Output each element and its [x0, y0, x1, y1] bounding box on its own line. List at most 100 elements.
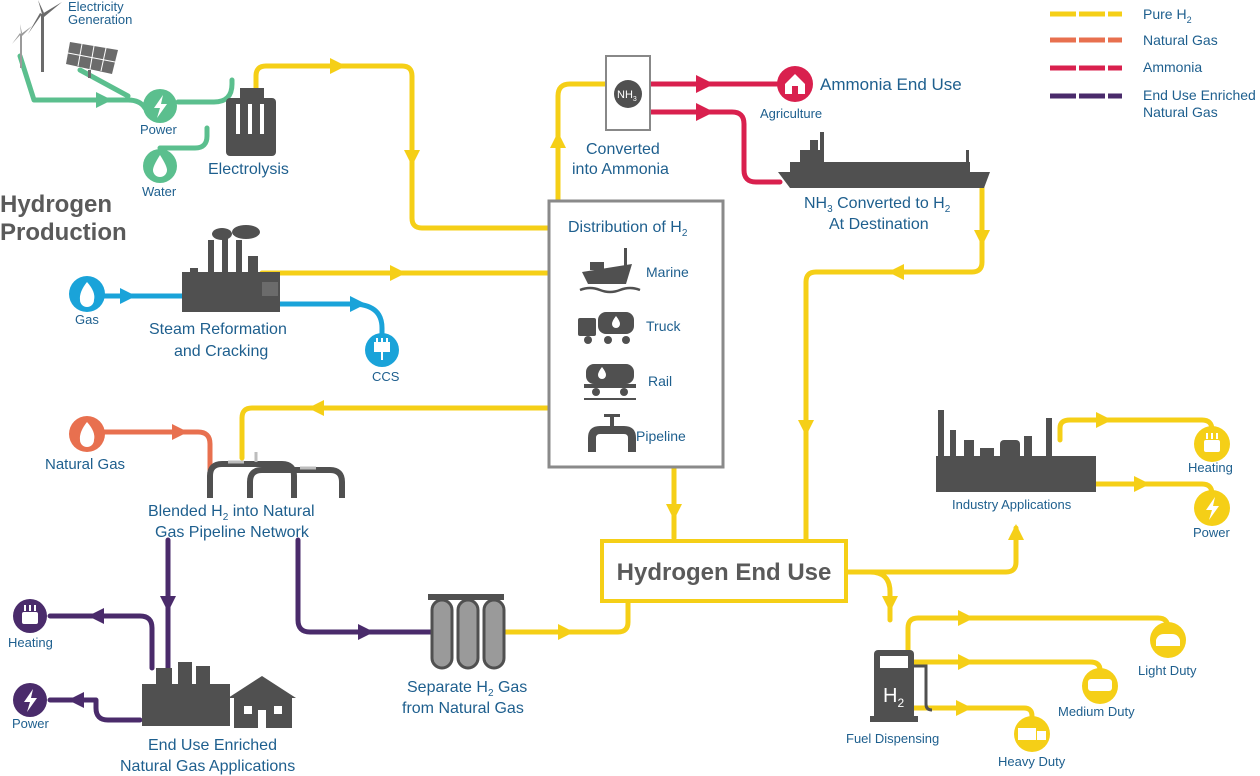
industry-label: Industry Applications — [952, 497, 1072, 512]
destination-label-2: At Destination — [829, 216, 929, 233]
nh3-circle — [614, 80, 642, 108]
agriculture-label: Agriculture — [760, 106, 822, 121]
water-label: Water — [142, 184, 177, 199]
blend-valve-icon — [228, 452, 316, 470]
house-icon — [228, 676, 296, 728]
legend-enriched-label-2: Natural Gas — [1143, 104, 1218, 120]
tanker-ship-icon — [778, 132, 990, 188]
car-icon — [1156, 634, 1180, 646]
wind-turbine-icon — [12, 0, 62, 72]
legend-ammonia-label: Ammonia — [1143, 59, 1202, 75]
arrow-icon — [308, 400, 324, 416]
arrow-icon — [696, 75, 714, 93]
legend-pure-h2-label: Pure H2 — [1143, 6, 1192, 25]
electrolysis-icon — [226, 88, 276, 156]
blend-section: Natural Gas Blended H2 into Natural Gas … — [8, 416, 527, 775]
enriched-power-label: Power — [12, 716, 50, 731]
steam-reformation-label-2: and Cracking — [174, 343, 268, 360]
distribution-title: Distribution of H2 — [568, 219, 688, 239]
pipeline-label: Pipeline — [636, 428, 686, 444]
ccs-label: CCS — [372, 369, 400, 384]
flow-fuel-to-medium — [905, 659, 1103, 673]
separate-label-2: from Natural Gas — [402, 700, 524, 717]
arrow-icon — [666, 504, 682, 520]
water-drop-icon — [153, 155, 167, 177]
ammonia-section: NH3 Converted into Ammonia Ammonia End U… — [572, 55, 990, 233]
arrow-icon — [1008, 524, 1024, 540]
flow-distribution-to-ammonia — [555, 81, 609, 203]
legend-enriched-label-1: End Use Enriched — [1143, 87, 1256, 103]
arrow-icon — [160, 596, 176, 612]
ammonia-end-use-label: Ammonia End Use — [820, 75, 962, 94]
arrow-icon — [330, 58, 346, 74]
lightning-icon — [154, 95, 167, 118]
heavy-duty-label: Heavy Duty — [998, 754, 1066, 769]
hydrogen-end-use-box — [600, 539, 848, 603]
flow-enduse-to-industry — [843, 525, 1019, 575]
bus-icon — [1088, 679, 1112, 691]
production-title-1: Hydrogen — [0, 191, 112, 218]
arrow-icon — [798, 420, 814, 436]
marine-ship-icon — [579, 248, 641, 294]
natural-gas-flame-icon — [79, 422, 95, 447]
flow-industry-to-power — [1093, 481, 1215, 499]
arrow-icon — [172, 424, 188, 440]
flow-steam-to-ccs — [277, 301, 385, 337]
flow-distribution-to-blend — [239, 405, 551, 461]
production-section: Hydrogen Production Electricity Generati… — [0, 0, 400, 384]
flow-solar-to-power — [77, 67, 131, 99]
flow-enriched-to-power — [47, 697, 143, 723]
pipeline-icon — [588, 414, 636, 452]
medium-duty-label: Medium Duty — [1058, 704, 1135, 719]
electrolysis-label: Electrolysis — [208, 161, 289, 178]
enriched-lightning-icon — [24, 689, 37, 712]
rail-drop-icon — [598, 367, 606, 379]
heater-icon — [22, 605, 38, 624]
arrow-icon — [696, 103, 714, 121]
end-use-section: Hydrogen End Use Industry Applications H… — [600, 410, 1233, 769]
distribution-panel: Distribution of H2 Marine Truck Rail — [547, 199, 725, 469]
rail-car-icon — [584, 364, 636, 400]
flame-icon — [79, 282, 95, 307]
flow-natural-gas-to-blend — [101, 429, 213, 473]
arrow-icon — [974, 230, 990, 246]
production-title-2: Production — [0, 219, 127, 246]
arrow-icon — [958, 610, 974, 626]
barn-icon — [785, 74, 805, 94]
flow-blend-to-separate — [295, 537, 435, 635]
arrow-icon — [404, 150, 420, 166]
arrow-icon — [550, 132, 566, 148]
blend-pipeline-icon — [207, 461, 345, 498]
flow-industry-to-heating — [1057, 417, 1215, 443]
destination-label-1: NH3 Converted to H2 — [804, 195, 951, 215]
arrow-icon — [350, 296, 366, 312]
electricity-generation-label-2: Generation — [68, 12, 132, 27]
rail-label: Rail — [648, 373, 672, 389]
flow-power-to-electrolysis — [175, 77, 235, 105]
arrow-icon — [958, 654, 974, 670]
fuel-pump-h2: H2 — [883, 685, 904, 710]
arrow-icon — [888, 264, 904, 280]
industry-heating-label: Heating — [1188, 460, 1233, 475]
arrow-icon — [68, 692, 84, 708]
heavy-truck-icon — [1018, 728, 1046, 740]
flow-ammonia-to-ship — [647, 109, 783, 185]
arrow-icon — [96, 92, 112, 108]
flow-enduse-to-fuel — [843, 569, 893, 623]
power-label: Power — [140, 122, 178, 137]
arrow-icon — [390, 265, 406, 281]
solar-panel-icon — [66, 42, 118, 78]
separator-tanks-icon — [428, 594, 506, 670]
industry-lightning-icon — [1206, 497, 1219, 520]
flow-water-to-electrolysis — [157, 125, 210, 151]
flow-fuel-to-light — [905, 615, 1171, 653]
light-duty-label: Light Duty — [1138, 663, 1197, 678]
marine-label: Marine — [646, 264, 689, 280]
enriched-apps-label-1: End Use Enriched — [148, 737, 277, 754]
arrow-icon — [882, 596, 898, 612]
legend-natural-gas-label: Natural Gas — [1143, 32, 1218, 48]
barn-door — [792, 86, 798, 94]
flow-fuel-to-heavy — [905, 705, 1035, 719]
ccs-plug-icon — [374, 338, 390, 360]
